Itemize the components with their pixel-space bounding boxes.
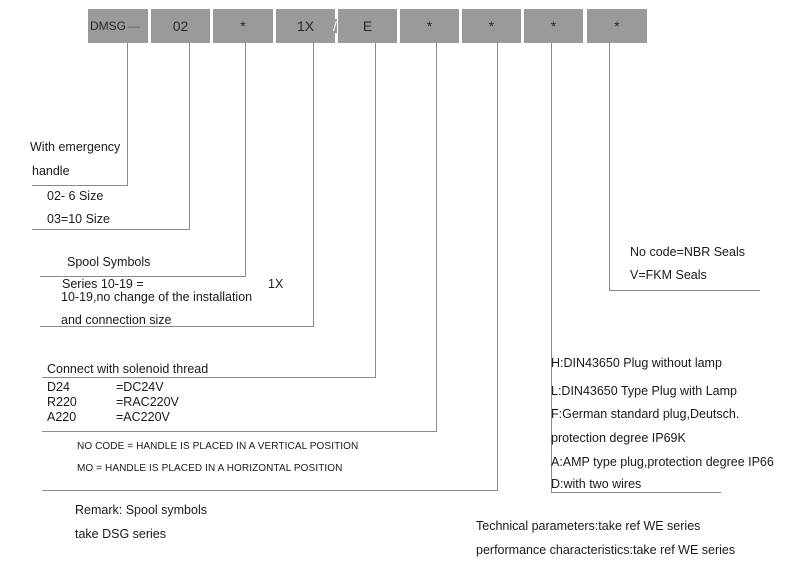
technical-line2: performance characteristics:take ref WE … xyxy=(476,543,736,557)
plug-option-d: D:with two wires xyxy=(551,477,642,491)
leader-handle-vertical xyxy=(436,43,437,431)
code-spool: * xyxy=(240,18,246,34)
leader-remark-horizontal xyxy=(42,490,498,491)
leader-seals-vertical xyxy=(609,43,610,290)
code-model: DMSG xyxy=(90,19,126,33)
plug-option-a: A:AMP type plug,protection degree IP66 xyxy=(551,455,774,469)
leader-size-vertical xyxy=(189,43,190,229)
solenoid-code-a220: A220 xyxy=(47,410,77,424)
spool-title: Spool Symbols xyxy=(67,255,151,269)
leader-voltage-vertical xyxy=(375,43,376,377)
leader-series-horizontal xyxy=(40,326,314,327)
code-box-seals: * xyxy=(587,9,647,43)
size-line2: 03=10 Size xyxy=(47,212,110,226)
seals-line2: V=FKM Seals xyxy=(630,268,707,282)
leader-handle-horizontal xyxy=(42,431,437,432)
leader-spool-vertical xyxy=(245,43,246,276)
solenoid-code-d24: D24 xyxy=(47,380,70,394)
code-handle: * xyxy=(426,18,433,34)
code-separator-dash: — xyxy=(128,19,140,33)
code-box-series: 1X xyxy=(276,9,335,43)
series-line1: Series 10-19 = xyxy=(62,277,144,291)
solenoid-code-r220: R220 xyxy=(47,395,77,409)
solenoid-value-d24: =DC24V xyxy=(116,380,164,394)
code-box-plug: * xyxy=(524,9,583,43)
remark-line2: take DSG series xyxy=(75,527,167,541)
solenoid-value-a220: =AC220V xyxy=(116,410,170,424)
leader-spool-horizontal xyxy=(40,276,246,277)
code-size: 02 xyxy=(172,18,189,34)
leader-plug-vertical xyxy=(551,43,552,493)
code-voltage: E xyxy=(362,18,373,34)
code-plug: * xyxy=(550,18,557,34)
leader-remark-vertical xyxy=(497,43,498,490)
emergency-line1: With emergency xyxy=(30,140,121,154)
code-box-model: DMSG — xyxy=(88,9,148,43)
code-box-size: 02 xyxy=(151,9,210,43)
code-box-handle: * xyxy=(400,9,459,43)
solenoid-title: Connect with solenoid thread xyxy=(47,362,209,376)
code-separator-slash: / xyxy=(333,18,337,34)
solenoid-value-r220: =RAC220V xyxy=(116,395,179,409)
code-remark: * xyxy=(488,18,495,34)
emergency-line2: handle xyxy=(32,164,70,178)
code-series: 1X xyxy=(296,18,315,34)
technical-line1: Technical parameters:take ref WE series xyxy=(476,519,701,533)
plug-option-f-protection: protection degree IP69K xyxy=(551,431,686,445)
leader-plug-horizontal xyxy=(551,492,721,493)
plug-option-l: L:DIN43650 Type Plug with Lamp xyxy=(551,384,737,398)
size-line1: 02- 6 Size xyxy=(47,189,104,203)
code-box-voltage: E xyxy=(338,9,397,43)
leader-voltage-horizontal xyxy=(42,377,376,378)
plug-option-f: F:German standard plug,Deutsch. xyxy=(551,407,740,421)
remark-line1: Remark: Spool symbols xyxy=(75,503,207,517)
series-line3: and connection size xyxy=(61,313,172,327)
plug-option-h: H:DIN43650 Plug without lamp xyxy=(551,356,722,370)
code-seals: * xyxy=(614,18,620,34)
leader-seals-horizontal xyxy=(609,290,760,291)
leader-model-vertical xyxy=(127,43,128,185)
leader-series-vertical xyxy=(313,43,314,326)
handle-position-line1: NO CODE = HANDLE IS PLACED IN A VERTICAL… xyxy=(77,441,359,452)
series-line2: 10-19,no change of the installation xyxy=(61,290,253,304)
seals-line1: No code=NBR Seals xyxy=(630,245,745,259)
handle-position-line2: MO = HANDLE IS PLACED IN A HORIZONTAL PO… xyxy=(77,463,343,474)
leader-model-horizontal xyxy=(32,185,128,186)
code-box-spool: * xyxy=(213,9,273,43)
leader-size-horizontal xyxy=(32,229,190,230)
code-box-remark: * xyxy=(462,9,521,43)
series-code: 1X xyxy=(268,277,284,291)
